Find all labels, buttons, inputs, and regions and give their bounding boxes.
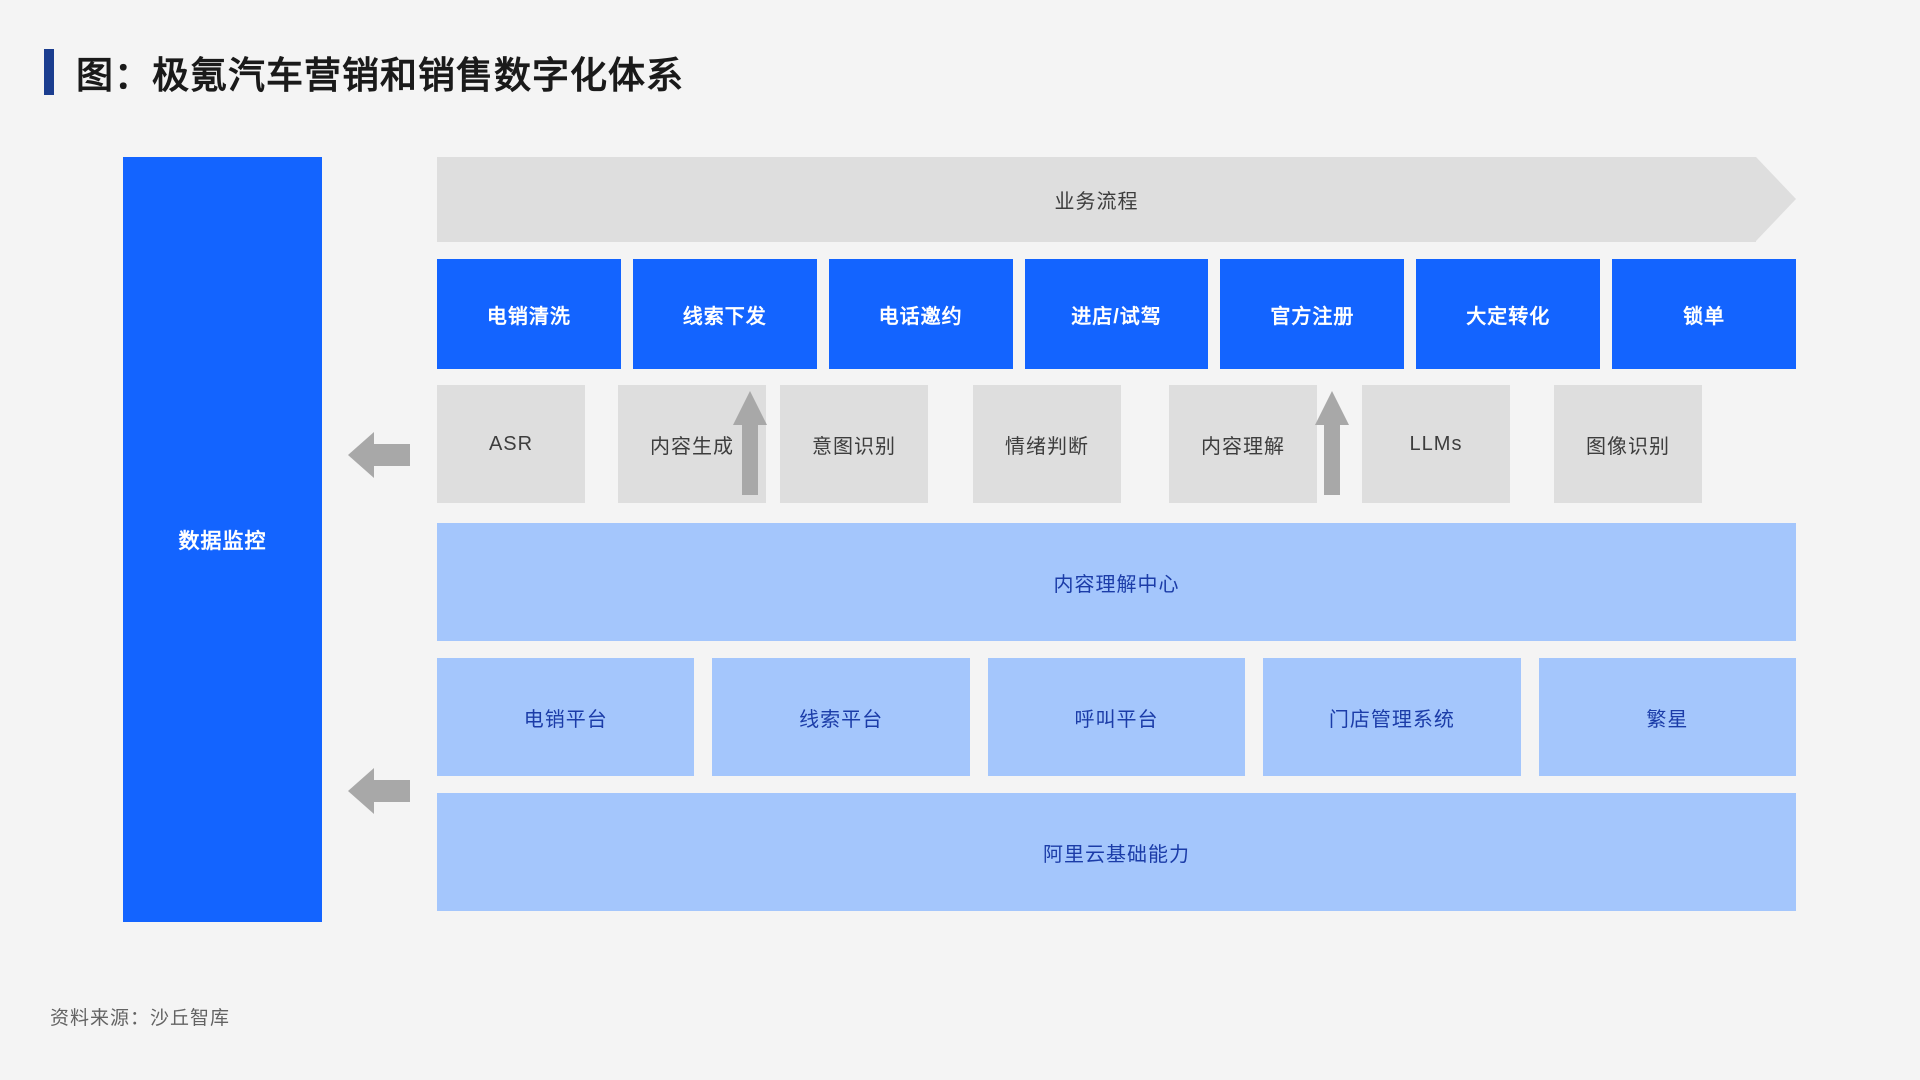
platform-label: 繁星 — [1646, 708, 1689, 731]
ai-capability-label: 情绪判断 — [1005, 435, 1089, 458]
page-title-text: 图：极氪汽车营销和销售数字化体系 — [76, 55, 684, 96]
process-step-box[interactable]: 电销清洗 — [437, 259, 621, 369]
process-step-box[interactable]: 锁单 — [1612, 259, 1797, 369]
arrow-up-icon — [1315, 391, 1349, 495]
diagram-body: 业务流程 电销清洗 线索下发 电话邀约 进店/试驾 官方注册 大定转化 锁单 ASR 内容生成… — [437, 157, 1797, 928]
process-step-box[interactable]: 线索下发 — [632, 259, 817, 369]
process-step-label: 线索下发 — [682, 305, 767, 328]
arrow-shaft — [742, 423, 758, 495]
platform-box[interactable]: 呼叫平台 — [987, 658, 1246, 776]
process-step-box[interactable]: 大定转化 — [1416, 259, 1601, 369]
ai-capability-box[interactable]: LLMs — [1362, 385, 1510, 503]
arrow-up-icon — [733, 391, 767, 495]
arrow-left-icon-mid — [348, 432, 410, 478]
arrow-left-icon-low — [348, 768, 410, 814]
title-accent-bar — [44, 49, 54, 95]
arrow-shaft — [372, 780, 410, 802]
process-step-box[interactable]: 电话邀约 — [828, 259, 1013, 369]
ai-capability-label: LLMs — [1409, 432, 1463, 455]
ai-capability-label: 意图识别 — [812, 435, 896, 458]
ai-capability-box[interactable]: 意图识别 — [780, 385, 928, 503]
process-step-box[interactable]: 官方注册 — [1220, 259, 1405, 369]
ai-capability-label: 内容理解 — [1201, 435, 1285, 458]
arrow-head — [733, 391, 767, 425]
platform-label: 电销平台 — [523, 708, 608, 731]
arrow-head — [348, 432, 374, 478]
platform-box[interactable]: 门店管理系统 — [1263, 658, 1521, 776]
arrow-head — [348, 768, 374, 814]
ai-capability-box[interactable]: 图像识别 — [1554, 385, 1702, 503]
banner-label: 业务流程 — [1054, 191, 1139, 213]
platform-row: 电销平台 线索平台 呼叫平台 门店管理系统 繁星 — [437, 658, 1797, 776]
data-monitor-label: 数据监控 — [178, 529, 267, 553]
content-center-band[interactable]: 内容理解中心 — [437, 523, 1796, 641]
data-monitor-panel[interactable]: 数据监控 — [123, 157, 322, 922]
platform-box[interactable]: 电销平台 — [437, 658, 695, 776]
arrow-head — [1315, 391, 1349, 425]
foundation-band[interactable]: 阿里云基础能力 — [437, 793, 1796, 911]
platform-box[interactable]: 繁星 — [1538, 658, 1797, 776]
process-step-label: 电话邀约 — [878, 305, 963, 328]
arrow-shaft — [1324, 423, 1340, 495]
ai-capability-label: ASR — [488, 432, 534, 455]
platform-label: 门店管理系统 — [1328, 708, 1455, 731]
process-step-row: 电销清洗 线索下发 电话邀约 进店/试驾 官方注册 大定转化 锁单 — [437, 259, 1797, 369]
banner-body — [437, 157, 1756, 242]
process-step-label: 大定转化 — [1466, 305, 1551, 328]
chevron-right-icon — [1756, 157, 1796, 241]
ai-capability-row: ASR 内容生成 意图识别 情绪判断 内容理解 LLMs 图像识别 — [437, 385, 1796, 503]
ai-capability-box[interactable]: ASR — [437, 385, 585, 503]
platform-label: 线索平台 — [799, 708, 884, 731]
process-step-label: 官方注册 — [1270, 305, 1355, 328]
ai-capability-box[interactable]: 情绪判断 — [973, 385, 1121, 503]
arrow-shaft — [372, 444, 410, 466]
foundation-label: 阿里云基础能力 — [1043, 843, 1190, 866]
ai-capability-label: 内容生成 — [650, 435, 734, 458]
platform-box[interactable]: 线索平台 — [712, 658, 970, 776]
source-note: 资料来源：沙丘智库 — [50, 1008, 231, 1029]
platform-label: 呼叫平台 — [1074, 708, 1159, 731]
ai-capability-label: 图像识别 — [1586, 435, 1670, 458]
process-step-label: 进店/试驾 — [1071, 305, 1162, 328]
process-step-label: 锁单 — [1683, 305, 1726, 328]
ai-capability-box[interactable]: 内容理解 — [1169, 385, 1317, 503]
business-process-banner: 业务流程 — [437, 157, 1796, 242]
content-center-label: 内容理解中心 — [1053, 573, 1180, 596]
page-title: 图：极氪汽车营销和销售数字化体系 — [44, 45, 684, 99]
process-step-label: 电销清洗 — [486, 305, 571, 328]
process-step-box[interactable]: 进店/试驾 — [1024, 259, 1209, 369]
